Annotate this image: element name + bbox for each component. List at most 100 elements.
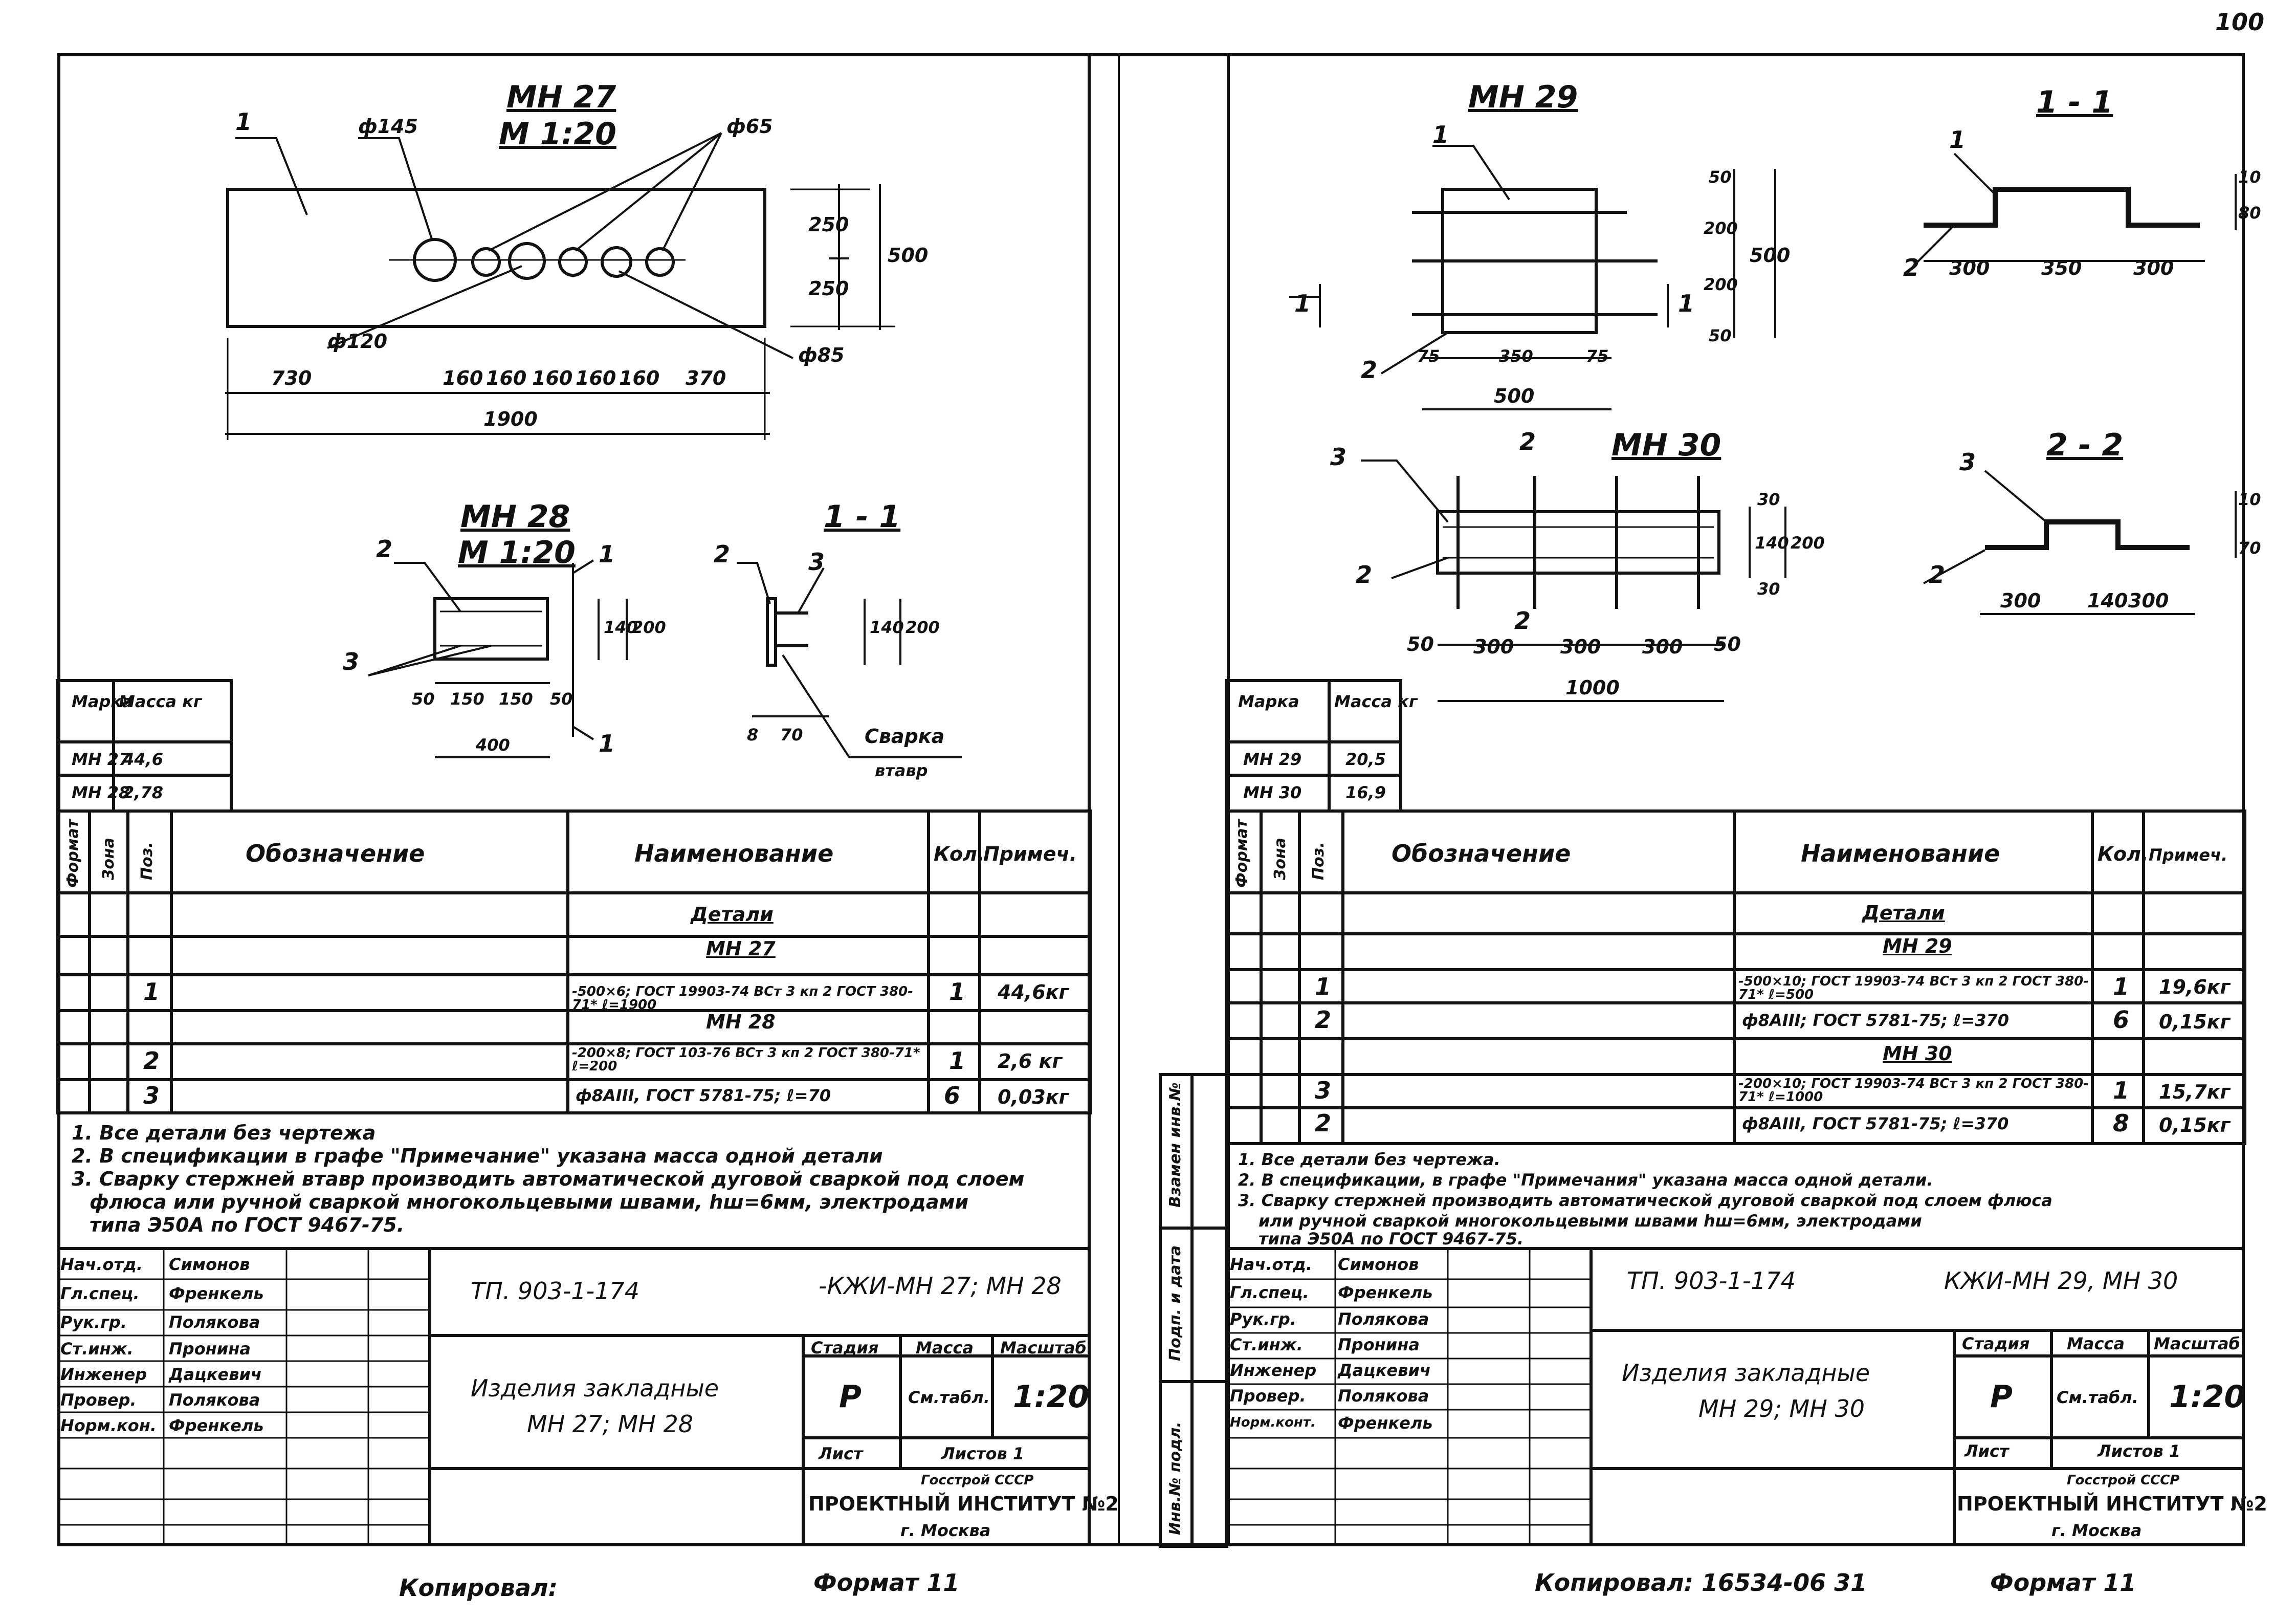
spec-row-pos: 3 (143, 1082, 160, 1109)
sec11-r-v2: 80 (2238, 203, 2261, 223)
mn30-v-2: 30 (1757, 579, 1780, 599)
title-sheet: Лист (819, 1444, 863, 1463)
mn30-cut-top: 2 (1519, 428, 1536, 455)
spec-row-note: 15,7кг (2159, 1081, 2231, 1103)
mass-row-mark: МН 29 (1243, 750, 1302, 769)
staff-name: Пронина (1338, 1335, 1420, 1354)
note-line: 2. В спецификации в графе "Примечание" у… (72, 1145, 883, 1167)
staff-role: Рук.гр. (60, 1312, 127, 1332)
staff-name: Френкель (169, 1284, 264, 1303)
mn27-dim-3: 160 (532, 367, 573, 389)
side-label-replace: Взамен инв.№ (1166, 1082, 1184, 1208)
title-name-1: Изделия закладные (1622, 1359, 1870, 1387)
mn27-dim-2: 160 (486, 367, 527, 389)
mn29-vtot: 500 (1750, 244, 1791, 267)
mn29-v-1: 200 (1704, 218, 1738, 238)
spec-row-qty: 1 (2113, 1077, 2130, 1104)
spec-row-note: 0,15кг (2159, 1114, 2231, 1136)
spec-row-name: ф8АIII, ГОСТ 5781-75; ℓ=370 (1742, 1114, 2009, 1133)
note-line: 3. Сварку стержней втавр производить авт… (72, 1168, 1025, 1190)
mn29-pos1: 1 (1432, 121, 1449, 148)
sec11-title: 1 - 1 (824, 499, 901, 535)
staff-role: Провер. (1230, 1386, 1306, 1406)
spec-header-qty: Кол. (934, 843, 985, 865)
title-code: ТП. 903-1-174 (471, 1277, 639, 1305)
mn27-dia85: ф85 (798, 344, 845, 366)
note-line: 3. Сварку стержней производить автоматич… (1238, 1191, 2052, 1210)
sec11-d70: 70 (780, 725, 803, 745)
mn30-vtot: 200 (1791, 533, 1825, 553)
mn27-dim-4: 160 (576, 367, 616, 389)
mn27-dim-6: 370 (686, 367, 726, 389)
mn27-plate (226, 188, 766, 328)
spec-header-format: Формат (64, 819, 82, 888)
title-org-2: ПРОЕКТНЫЙ ИНСТИТУТ №2 (808, 1493, 1119, 1515)
mass-row-mark: МН 30 (1243, 783, 1302, 802)
sec11-weld1: Сварка (865, 725, 945, 748)
title-scale: 1:20 (2169, 1379, 2246, 1415)
sec11-r-dim-1: 350 (2041, 257, 2082, 279)
mn27-title: МН 27 (506, 79, 616, 115)
title-scale-header: Масштаб (1000, 1338, 1087, 1358)
title-org-3: г. Москва (2051, 1521, 2142, 1540)
spec-header-zone: Зона (100, 838, 118, 880)
staff-name: Френкель (1338, 1283, 1433, 1302)
mn29-v-2: 200 (1704, 275, 1738, 294)
staff-role: Норм.кон. (60, 1416, 157, 1435)
mn30-pos3: 3 (1330, 443, 1347, 471)
staff-role: Рук.гр. (1230, 1309, 1296, 1329)
sec11-d8: 8 (747, 725, 759, 745)
footer-format-right: Формат 11 (1990, 1569, 2136, 1596)
staff-name: Симонов (169, 1255, 250, 1274)
spec-header-note: Примеч. (2149, 845, 2228, 865)
spec-header-name: Наименование (634, 840, 834, 867)
staff-role: Нач.отд. (1230, 1255, 1313, 1274)
mn28-scale: М 1:20 (458, 535, 576, 571)
spec-row-qty: 6 (2113, 1006, 2130, 1034)
spec-header-qty: Кол. (2098, 843, 2149, 865)
sec11-pos2: 2 (714, 540, 731, 568)
spec-header-pos: Поз. (1310, 842, 1328, 880)
staff-role: Гл.спец. (60, 1284, 140, 1303)
mn27-dia145: ф145 (358, 115, 418, 138)
spec-row-name: -200×10; ГОСТ 19903-74 ВСт 3 кп 2 ГОСТ 3… (1738, 1076, 2089, 1105)
spec-row-pos: 2 (1315, 1109, 1332, 1137)
mn28-pos2: 2 (376, 535, 393, 563)
staff-name: Полякова (169, 1390, 260, 1410)
mn30-dim-1: 300 (1473, 636, 1514, 658)
sec22-pos2: 2 (1929, 561, 1946, 588)
title-name-2: МН 27; МН 28 (527, 1410, 693, 1438)
sec11-r-pos1: 1 (1949, 126, 1966, 154)
staff-name: Дацкевич (169, 1365, 262, 1384)
spec-row-qty: 1 (2113, 973, 2130, 1000)
mn27-h2: 250 (808, 277, 849, 300)
title-mass: См.табл. (908, 1388, 990, 1407)
spec-group-details: Детали (1862, 902, 1945, 924)
title-stage-header: Стадия (811, 1338, 879, 1358)
staff-name: Полякова (169, 1312, 260, 1332)
mn27-total: 1900 (483, 408, 538, 430)
spec-group-mn30: МН 30 (1883, 1042, 1952, 1065)
sec11-r-title: 1 - 1 (2036, 84, 2113, 120)
title-mass-header: Масса (916, 1338, 974, 1358)
mass-header-mark: Марка (1238, 692, 1299, 711)
staff-name: Симонов (1338, 1255, 1419, 1274)
mn29-total: 500 (1494, 385, 1535, 407)
note-line: 2. В спецификации, в графе "Примечания" … (1238, 1170, 1933, 1190)
staff-role: Инженер (1230, 1361, 1317, 1380)
sec22-dim-1: 140 (2087, 589, 2128, 612)
mn29-dim-2: 75 (1586, 346, 1609, 366)
center-divider (1091, 53, 1227, 56)
sec11-r-dim-0: 300 (1949, 257, 1990, 279)
title-sheets: Листов 1 (2098, 1441, 2181, 1461)
staff-role: Гл.спец. (1230, 1283, 1309, 1302)
note-line: или ручной сваркой многокольцевыми швами… (1259, 1211, 1922, 1231)
title-name-2: МН 29; МН 30 (1698, 1395, 1865, 1422)
title-mass-header: Масса (2067, 1334, 2125, 1353)
staff-role: Нач.отд. (60, 1255, 143, 1274)
spec-group-mn29: МН 29 (1883, 935, 1952, 957)
spec-row-pos: 1 (143, 978, 160, 1005)
spec-row-note: 0,03кг (998, 1086, 1069, 1108)
title-name-1: Изделия закладные (471, 1374, 719, 1402)
